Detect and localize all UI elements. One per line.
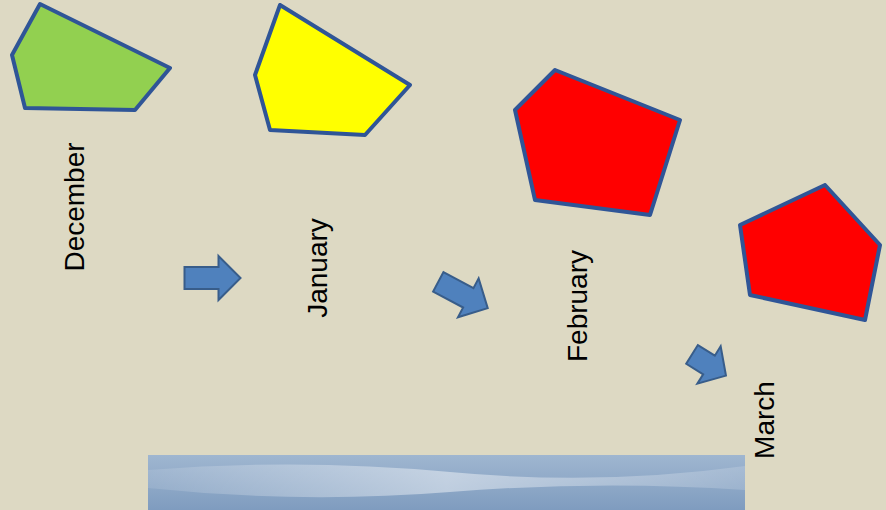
month-label: January	[304, 218, 332, 318]
pentagon-shape	[513, 68, 683, 368]
block-arrow	[428, 262, 498, 327]
pentagon-outline	[740, 185, 880, 320]
block-arrow	[680, 336, 737, 395]
month-pentagon: December	[10, 0, 172, 270]
month-pentagon: March	[735, 183, 883, 473]
month-pentagon: January	[253, 3, 413, 323]
pentagon-outline	[515, 70, 680, 215]
cloud	[148, 464, 745, 497]
sky-photo	[148, 455, 745, 510]
month-pentagon: February	[513, 68, 683, 368]
month-label: December	[61, 142, 89, 271]
pentagon-shape	[10, 0, 172, 270]
month-label: March	[751, 381, 779, 459]
pentagon-outline	[12, 4, 170, 110]
pentagon-outline	[255, 5, 410, 135]
pentagon-shape	[253, 3, 413, 323]
month-label: February	[564, 250, 592, 362]
block-arrow	[185, 256, 241, 300]
